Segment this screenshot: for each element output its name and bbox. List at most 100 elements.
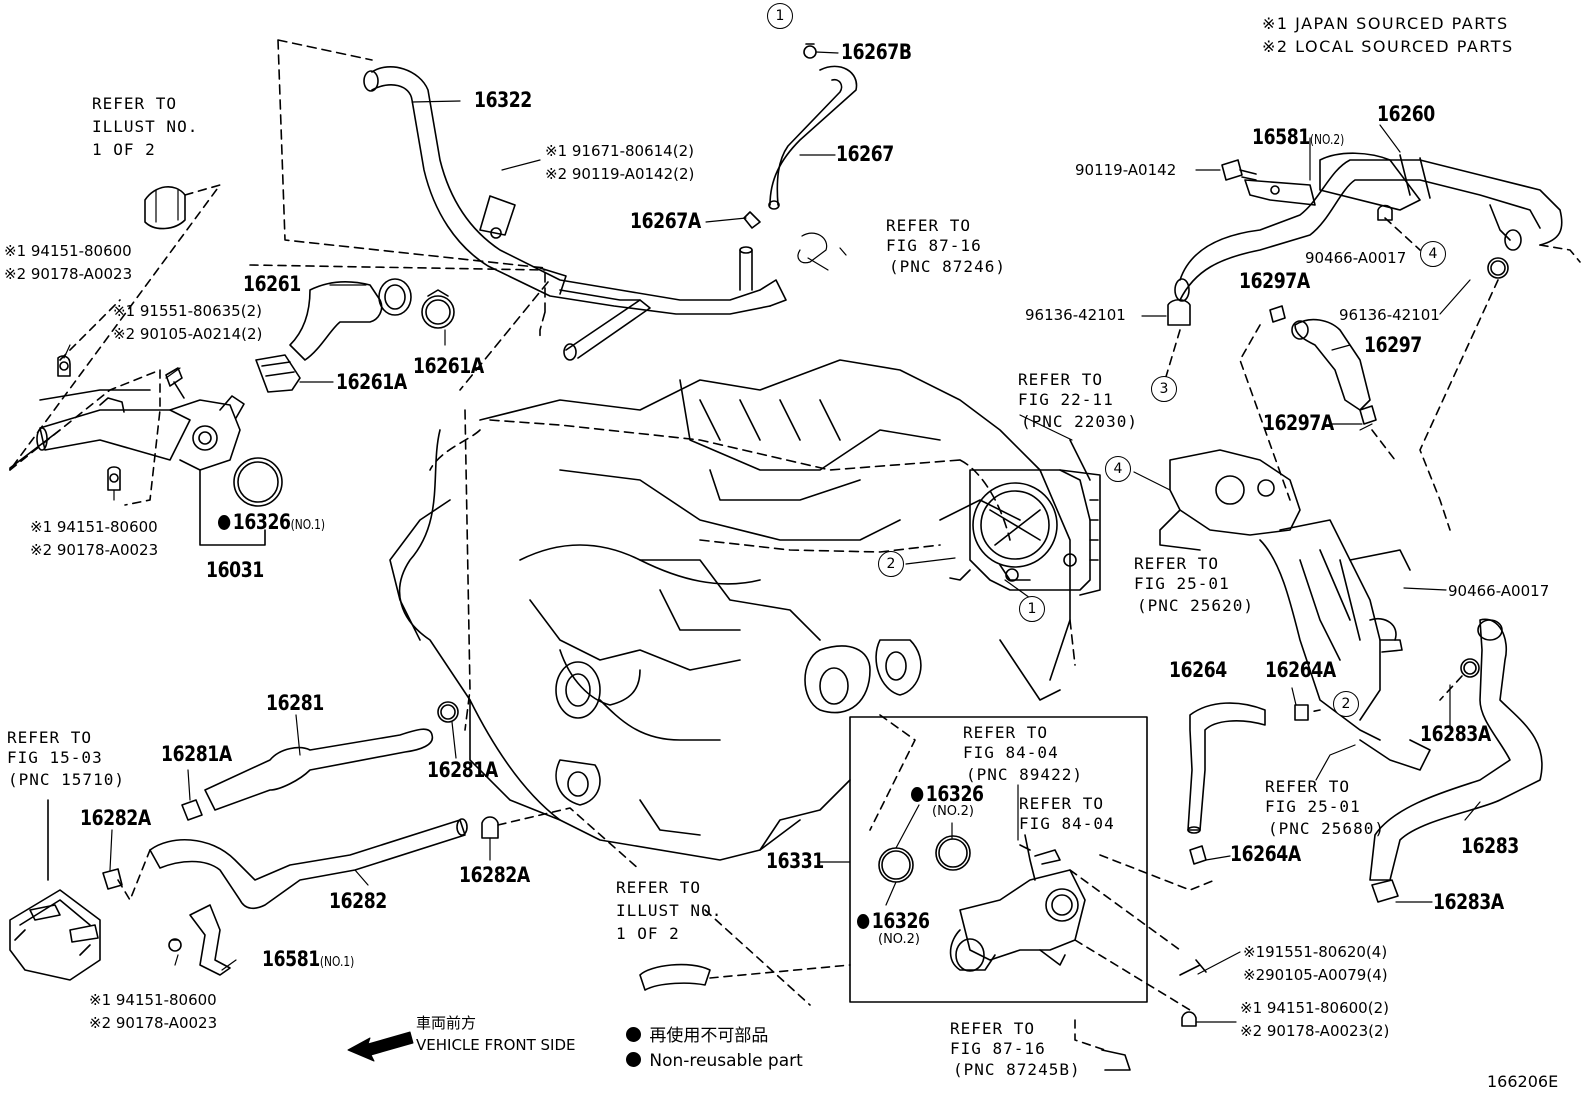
thermostat-group-box [849, 716, 1148, 1003]
bracket-16581-no1 [168, 904, 231, 976]
bolt-91551-90105-right[interactable]: ※191551-80620(4) ※290105-A0079(4) [1243, 943, 1388, 984]
non-reusable-text-jp: 再使用不可部品 [649, 1026, 769, 1046]
ref-fig-87-16-b-pnc: (PNC 87245B) [953, 1060, 1081, 1079]
part-16326-no2b-number: 16326 [871, 909, 930, 933]
engine-block [389, 359, 1071, 861]
nut-94151-90178-bottom[interactable]: ※1 94151-80600 ※2 90178-A0023 [89, 991, 218, 1032]
ref-fig-22-11[interactable]: REFER TO FIG 22-11 [1018, 370, 1114, 409]
vehicle-front-label-en: VEHICLE FRONT SIDE [416, 1036, 576, 1054]
part-16281A-right[interactable]: 16281A [427, 758, 498, 782]
ref-fig-15-03[interactable]: REFER TO FIG 15-03 [7, 728, 103, 767]
part-16326-no2-b-suffix: (NO.2) [878, 932, 920, 947]
clamp-96136-42101-right[interactable]: 96136-42101 [1339, 306, 1440, 324]
oil-cooler [9, 799, 101, 981]
part-16581-no1-suffix: (NO.1) [319, 955, 355, 970]
part-16283A-top[interactable]: 16283A [1420, 722, 1491, 746]
water-inlet-housing [36, 355, 283, 546]
nut-94151-90178-right[interactable]: ※1 94151-80600(2) ※2 90178-A0023(2) [1240, 999, 1390, 1040]
non-reusable-note-en: Non-reusable part [626, 1049, 803, 1074]
ref-fig-25-01-a[interactable]: REFER TO FIG 25-01 [1134, 554, 1230, 593]
callout-circle-1-mid: 1 [1019, 596, 1045, 622]
hose-16261 [255, 278, 455, 393]
ref-fig-87-16-b[interactable]: REFER TO FIG 87-16 [950, 1019, 1046, 1058]
part-16297A-bottom[interactable]: 16297A [1263, 411, 1334, 435]
callout-circle-1-top: 1 [767, 3, 793, 29]
ref-fig-15-03-pnc: (PNC 15710) [8, 770, 125, 789]
part-16581-no2[interactable]: 16581(NO.2) [1252, 127, 1344, 148]
part-16326-no2a-number: 16326 [925, 782, 984, 806]
part-16581-no1-number: 16581 [262, 947, 320, 971]
callout-circle-2-right: 2 [1333, 691, 1359, 717]
part-16326-no2-a-suffix: (NO.2) [932, 804, 974, 819]
legend-japan-sourced: ※1 JAPAN SOURCED PARTS [1262, 14, 1509, 33]
part-16031[interactable]: 16031 [206, 558, 264, 582]
callout-circle-4-right: 4 [1420, 241, 1446, 267]
nut-94151-90178-top[interactable]: ※1 94151-80600 ※2 90178-A0023 [4, 242, 133, 283]
egr-valve [1159, 449, 1431, 771]
part-16581-no1[interactable]: 16581(NO.1) [262, 949, 354, 970]
part-16326-no2-b[interactable]: 16326 [857, 911, 930, 932]
part-16264A-top[interactable]: 16264A [1265, 658, 1336, 682]
part-16261[interactable]: 16261 [243, 272, 301, 296]
part-16283A-bottom[interactable]: 16283A [1433, 890, 1504, 914]
bolt-91551-90105-left[interactable]: ※1 91551-80635(2) ※2 90105-A0214(2) [113, 302, 263, 343]
hose-16281 [181, 701, 459, 821]
part-16267B[interactable]: 16267B [841, 40, 912, 64]
engine-dashed-outline [429, 409, 1076, 731]
non-reusable-text-en: Non-reusable part [649, 1051, 803, 1071]
leader-lines [63, 51, 1481, 1023]
non-reusable-dot [626, 1027, 641, 1042]
clamp-96136-42101-left[interactable]: 96136-42101 [1025, 306, 1126, 324]
part-16326-no1-number: 16326 [232, 510, 291, 534]
clip-90466-a0017-mid[interactable]: 90466-A0017 [1448, 582, 1550, 600]
part-16282A-right[interactable]: 16282A [459, 863, 530, 887]
part-16283[interactable]: 16283 [1461, 834, 1519, 858]
part-16326-no2-a[interactable]: 16326 [911, 784, 984, 805]
bolt-91671-90119[interactable]: ※1 91671-80614(2) ※2 90119-A0142(2) [545, 142, 695, 183]
part-16331[interactable]: 16331 [766, 849, 824, 873]
thermostat-housing [878, 834, 1086, 972]
part-16281[interactable]: 16281 [266, 691, 324, 715]
throttle-body [949, 469, 1101, 596]
ref-illust-bottom[interactable]: REFER TO ILLUST NO. 1 OF 2 [616, 878, 723, 943]
bolt-90119-a0142[interactable]: 90119-A0142 [1075, 161, 1177, 179]
part-16326-no1-suffix: (NO.1) [290, 518, 326, 533]
part-16581-no2-suffix: (NO.2) [1309, 133, 1345, 148]
hose-16322 [363, 66, 787, 361]
part-16264[interactable]: 16264 [1169, 658, 1227, 682]
ref-fig-84-04-a-pnc: (PNC 89422) [966, 765, 1083, 784]
part-16261A-clip[interactable]: 16261A [336, 370, 407, 394]
part-16297A-top[interactable]: 16297A [1239, 269, 1310, 293]
part-16267[interactable]: 16267 [836, 142, 894, 166]
part-16281A-left[interactable]: 16281A [161, 742, 232, 766]
part-16267A[interactable]: 16267A [630, 209, 701, 233]
hose-16283 [1369, 618, 1543, 903]
ref-fig-87-16-a[interactable]: REFER TO FIG 87-16 [886, 216, 982, 255]
part-16326-no1[interactable]: 16326(NO.1) [218, 512, 325, 533]
non-reusable-dot [626, 1052, 641, 1067]
bolt-90119 [1221, 159, 1257, 181]
ref-fig-22-11-pnc: (PNC 22030) [1021, 412, 1138, 431]
part-16282[interactable]: 16282 [329, 889, 387, 913]
illustration-id: 166206E [1487, 1072, 1559, 1091]
hose-16297 [1269, 305, 1377, 425]
non-reusable-note-jp: 再使用不可部品 [626, 1024, 768, 1049]
ref-fig-25-01-b[interactable]: REFER TO FIG 25-01 [1265, 777, 1361, 816]
clip-90466-a0017-top[interactable]: 90466-A0017 [1305, 249, 1407, 267]
part-16260[interactable]: 16260 [1377, 102, 1435, 126]
part-16261A-clamp[interactable]: 16261A [413, 354, 484, 378]
ref-fig-84-04-a[interactable]: REFER TO FIG 84-04 [963, 723, 1059, 762]
nut-94151-90178-mid[interactable]: ※1 94151-80600 ※2 90178-A0023 [30, 518, 159, 559]
ref-fig-25-01-b-pnc: (PNC 25680) [1268, 819, 1385, 838]
ref-illust-top[interactable]: REFER TO ILLUST NO. 1 OF 2 [92, 94, 199, 159]
part-16282A-left[interactable]: 16282A [80, 806, 151, 830]
part-16581-no2-number: 16581 [1252, 125, 1310, 149]
part-16264A-bottom[interactable]: 16264A [1230, 842, 1301, 866]
callout-circle-4-mid: 4 [1105, 456, 1131, 482]
part-16322[interactable]: 16322 [474, 88, 532, 112]
ref-fig-84-04-b[interactable]: REFER TO FIG 84-04 [1019, 794, 1115, 833]
ref-fig-87-16-a-pnc: (PNC 87246) [889, 257, 1006, 276]
part-16297[interactable]: 16297 [1364, 333, 1422, 357]
